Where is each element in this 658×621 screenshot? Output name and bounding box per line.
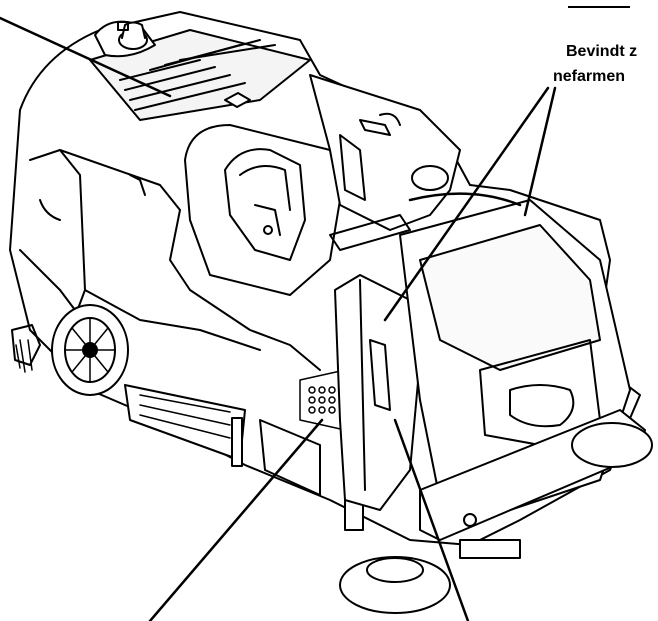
leader-line-pillar-bottom [393, 418, 470, 621]
rear-wheel [51, 304, 129, 396]
leader-line-hood [523, 86, 557, 217]
foot-platform [299, 369, 346, 431]
beacon-light [94, 20, 156, 58]
header-rule [568, 6, 630, 8]
recovery-compartment [309, 74, 461, 251]
left-side-brush [11, 324, 41, 373]
callout-lines [0, 16, 557, 621]
front-pillar [334, 274, 421, 511]
leader-line-pillar-top [383, 86, 550, 322]
callout-label-line-1: Bevindt z [566, 43, 638, 60]
leader-line-top-left [0, 16, 172, 98]
front-brushes [339, 422, 653, 614]
callout-label-line-2: nefarmen [553, 68, 626, 85]
hood-vents [89, 29, 311, 121]
leader-line-platform [148, 418, 324, 621]
operator-seat [184, 124, 341, 296]
